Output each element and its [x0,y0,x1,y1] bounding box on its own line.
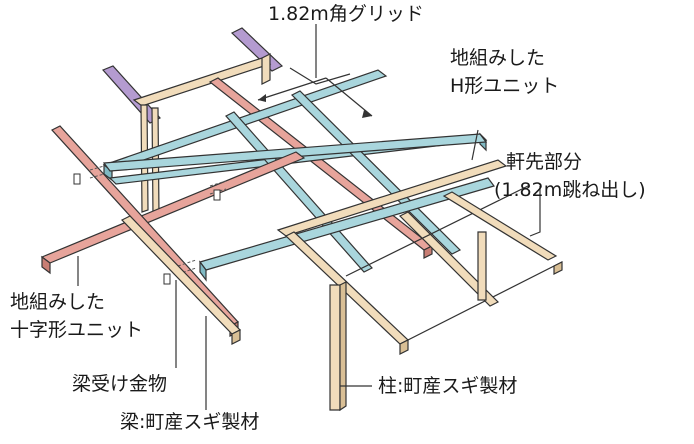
h-unit-label-line2: H形ユニット [450,75,560,97]
eaves-label-line2: (1.82m跳ね出し) [494,179,646,201]
hanger-brackets [73,173,221,285]
leader-lines [77,129,541,410]
cross-unit-lower [40,125,306,337]
column-label: 柱:町産スギ製材 [378,375,518,397]
grid-callout [257,24,373,118]
front-beam [121,215,241,345]
h-unit-label-line1: 地組みした [450,47,546,69]
beam-label: 梁:町産スギ製材 [120,411,260,433]
eaves-frame [276,159,563,355]
cross-unit-label-line2: 十字形ユニット [10,319,144,341]
grid-size-label: 1.82m角グリッド [268,3,424,25]
eaves-label-line1: 軒先部分 [506,151,583,173]
cross-unit-label-line1: 地組みした [10,291,106,313]
columns [329,231,487,412]
hanger-label: 梁受け金物 [72,373,168,395]
joint-markers [89,165,227,275]
